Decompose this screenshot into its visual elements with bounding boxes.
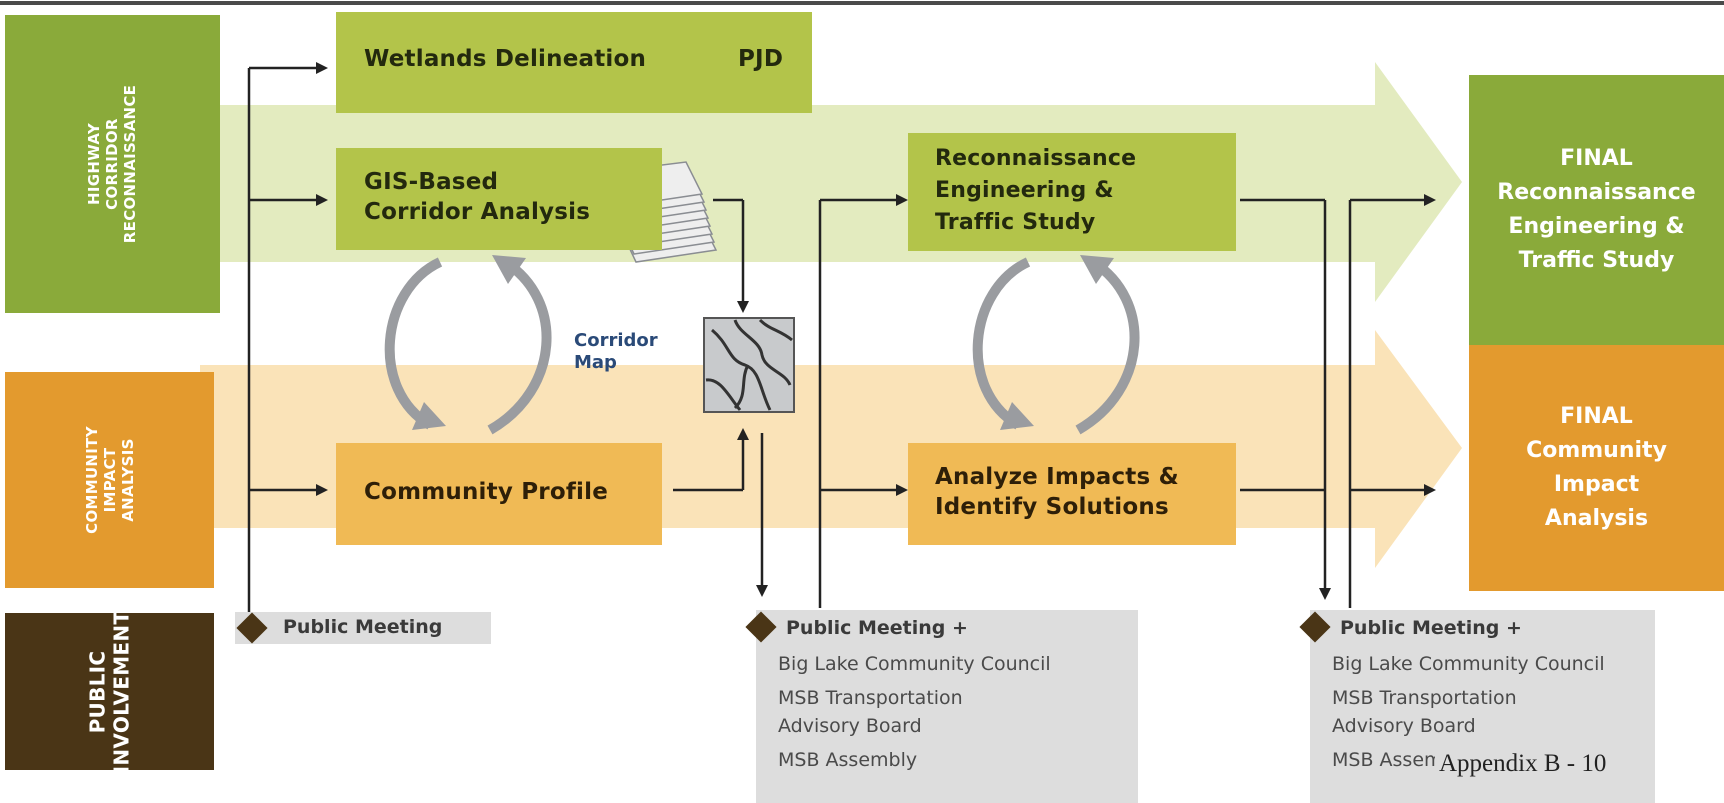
cycle-arrow-up-left bbox=[487, 257, 552, 435]
connector-lines bbox=[247, 58, 1428, 612]
recon-label-line3: Traffic Study bbox=[935, 210, 1096, 235]
recon-engineering-box: Reconnaissance Engineering & Traffic Stu… bbox=[908, 133, 1236, 251]
analyze-impacts-box: Analyze Impacts & Identify Solutions bbox=[908, 443, 1236, 545]
lane-community-label: COMMUNITY IMPACT ANALYSIS bbox=[82, 426, 137, 534]
gis-label-line2: Corridor Analysis bbox=[364, 199, 591, 225]
gis-label-line1: GIS-Based bbox=[364, 169, 499, 195]
cycle-arrow-up-right bbox=[1075, 257, 1140, 435]
lane-public-label: PUBLIC INVOLVEMENT bbox=[85, 610, 134, 773]
cycle-arrowhead-up-right bbox=[1080, 255, 1114, 284]
corridor-map-label: Corridor Map bbox=[574, 330, 658, 373]
lane-highway: HIGHWAY CORRIDOR RECONNAISSANCE bbox=[5, 15, 220, 313]
recon-label-line1: Reconnaissance bbox=[935, 146, 1137, 171]
final-community-box: FINAL Community Impact Analysis bbox=[1469, 345, 1724, 591]
cycle-arrow-down-left bbox=[384, 257, 443, 430]
wetlands-label: Wetlands Delineation bbox=[364, 46, 647, 72]
pjd-label: PJD bbox=[738, 46, 784, 72]
meeting-second-item: MSB Assembly bbox=[778, 749, 918, 771]
final-recon-label: FINAL Reconnaissance Engineering & Traff… bbox=[1497, 146, 1696, 273]
final-recon-box: FINAL Reconnaissance Engineering & Traff… bbox=[1469, 75, 1724, 345]
meeting-third-item: Big Lake Community Council bbox=[1332, 653, 1605, 675]
page-footer: Appendix B - 10 bbox=[1435, 750, 1611, 778]
community-profile-box: Community Profile bbox=[336, 443, 662, 545]
lane-public: PUBLIC INVOLVEMENT bbox=[5, 610, 214, 773]
gis-corridor-analysis-box: GIS-Based Corridor Analysis bbox=[336, 148, 662, 250]
public-meeting-second: Public Meeting + Big Lake Community Coun… bbox=[745, 610, 1138, 803]
meeting-second-item: Big Lake Community Council bbox=[778, 653, 1051, 675]
public-meeting-first-label: Public Meeting bbox=[283, 616, 443, 638]
community-profile-label: Community Profile bbox=[364, 479, 609, 505]
public-meeting-first-bg bbox=[235, 612, 491, 644]
public-meeting-first: Public Meeting bbox=[235, 612, 491, 644]
cycle-arrowhead-down-right bbox=[1000, 402, 1034, 430]
corridor-map-icon bbox=[703, 317, 795, 413]
meeting-second-head: Public Meeting + bbox=[786, 617, 968, 639]
connector-arrowheads bbox=[316, 53, 1436, 600]
meeting-second-item: MSB Transportation Advisory Board bbox=[778, 687, 963, 737]
recon-label-line2: Engineering & bbox=[935, 178, 1114, 203]
lane-highway-label: HIGHWAY CORRIDOR RECONNAISSANCE bbox=[85, 84, 140, 244]
meeting-third-head: Public Meeting + bbox=[1340, 617, 1522, 639]
wetlands-delineation-box: Wetlands Delineation PJD bbox=[336, 12, 812, 113]
final-community-label: FINAL Community Impact Analysis bbox=[1526, 404, 1667, 531]
cycle-arrowhead-down-left bbox=[412, 402, 446, 430]
cycle-arrowhead-up-left bbox=[492, 255, 526, 284]
analyze-label-line1: Analyze Impacts & bbox=[935, 464, 1179, 490]
analyze-label-line2: Identify Solutions bbox=[935, 494, 1169, 520]
meeting-third-item: MSB Transportation Advisory Board bbox=[1332, 687, 1517, 737]
lane-community: COMMUNITY IMPACT ANALYSIS bbox=[5, 372, 214, 588]
cycle-arrow-down-right bbox=[972, 257, 1031, 430]
